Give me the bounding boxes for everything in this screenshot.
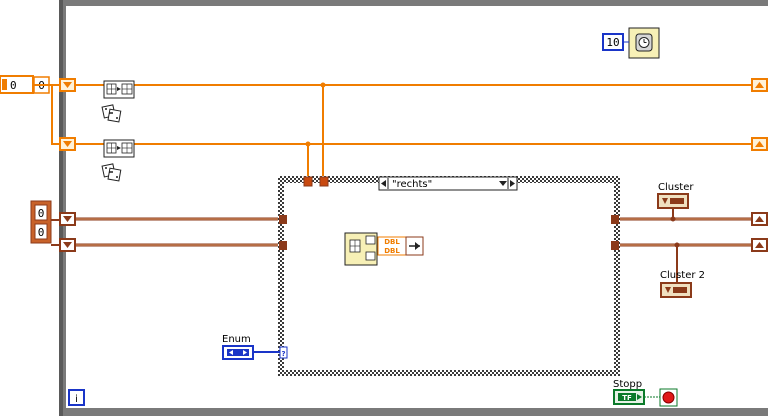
iteration-terminal[interactable]: i — [68, 389, 85, 406]
cluster-constant-value-1: 0 — [38, 207, 45, 220]
stop-button-terminal[interactable]: Stopp TF — [613, 379, 660, 405]
cluster-label: Cluster — [658, 182, 694, 193]
wait-constant[interactable]: 10 — [602, 33, 624, 51]
dice-icon — [101, 163, 122, 182]
enum-terminal[interactable]: Enum ? — [222, 334, 288, 360]
stop-label: Stopp — [613, 379, 642, 390]
iteration-value: i — [75, 394, 78, 405]
numeric-constant-left[interactable]: 0 — [0, 75, 34, 94]
wire-junctions — [305, 82, 680, 248]
chevron-left-icon — [381, 180, 386, 187]
dbl-terminals: DBL DBL — [377, 236, 407, 256]
dbl-label-1: DBL — [384, 238, 400, 246]
stop-tf-value: TF — [622, 394, 632, 402]
case-structure[interactable] — [278, 176, 620, 376]
shift-register-left-4[interactable] — [59, 238, 76, 252]
enum-label: Enum — [222, 334, 251, 345]
case-selector[interactable]: "rechts" — [378, 176, 518, 191]
shift-register-left-2[interactable] — [59, 137, 76, 151]
numeric-constant-left-value: 0 — [10, 79, 17, 92]
cluster2-indicator[interactable]: Cluster 2 — [660, 270, 705, 298]
dice-icon — [101, 104, 122, 123]
shift-register-right-2[interactable] — [751, 137, 768, 151]
dbl-label-2: DBL — [384, 247, 400, 255]
shift-register-right-3[interactable] — [751, 212, 768, 226]
chevron-down-icon — [499, 181, 507, 186]
cluster2-label: Cluster 2 — [660, 270, 705, 281]
case-selector-value: "rechts" — [392, 179, 432, 190]
loop-condition-stop-icon[interactable] — [659, 388, 678, 407]
random-array-node-2[interactable] — [103, 139, 135, 158]
bundle-arrow-node[interactable] — [405, 236, 424, 256]
shift-register-left-1[interactable] — [59, 78, 76, 92]
shift-register-left-3[interactable] — [59, 212, 76, 226]
wait-constant-value: 10 — [606, 36, 619, 49]
chevron-right-icon — [510, 180, 515, 187]
wait-ms-node[interactable] — [628, 27, 660, 59]
random-array-node-1[interactable] — [103, 80, 135, 99]
bundle-node[interactable] — [344, 232, 378, 266]
cluster-constant-value-2: 0 — [38, 226, 45, 239]
case-selector-terminal: ? — [281, 350, 285, 358]
shift-register-right-1[interactable] — [751, 78, 768, 92]
cluster-indicator[interactable]: Cluster — [657, 182, 694, 209]
case-tunnels[interactable] — [279, 176, 619, 250]
shift-register-right-4[interactable] — [751, 238, 768, 252]
cluster-constant[interactable]: 0 0 — [30, 200, 52, 244]
